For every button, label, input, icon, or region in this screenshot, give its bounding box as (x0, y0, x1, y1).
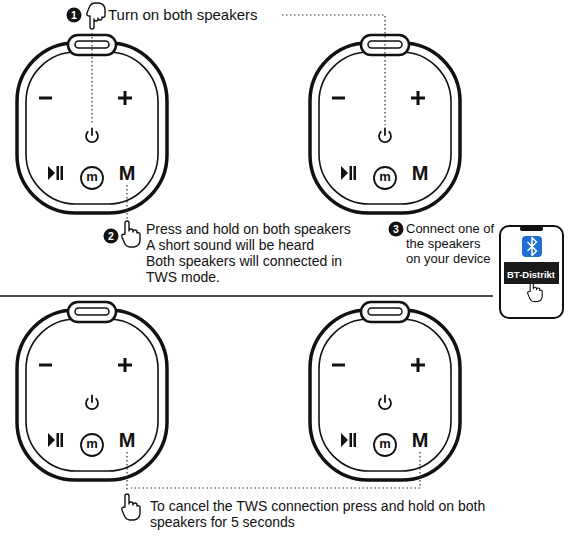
button-label: M (412, 163, 429, 183)
hand-icon (87, 3, 105, 29)
plus-button (411, 91, 425, 105)
power-button (86, 129, 98, 143)
leader-line (91, 33, 92, 125)
speaker-panel (319, 52, 451, 204)
plus-button (118, 91, 132, 105)
speaker-panel (26, 52, 158, 204)
play-pause-button (341, 433, 348, 447)
speaker-handle (68, 302, 116, 322)
hand-icon (87, 3, 105, 29)
handle-slot (368, 308, 402, 315)
speaker-illustration (310, 302, 460, 480)
minus-button (39, 364, 52, 367)
minus-button (332, 97, 345, 100)
hand-icon (122, 494, 140, 520)
button-label: m (86, 170, 98, 183)
pause-bar (57, 433, 60, 447)
power-button (86, 396, 98, 410)
handle-slot (75, 308, 109, 315)
minus-button (39, 97, 52, 100)
plus-button (411, 358, 425, 372)
speaker-housing (310, 310, 460, 480)
instruction-text: Turn on both speakers (108, 6, 258, 24)
button-label: m (86, 437, 98, 450)
phone-notch (520, 226, 543, 231)
minus-button (332, 364, 345, 367)
leader-line (131, 452, 420, 488)
power-button (379, 129, 391, 143)
mode-button-ring (81, 434, 103, 456)
button-label: M (119, 163, 136, 183)
device-name: BT-Distrikt (507, 269, 555, 280)
callout-number: 3 (389, 222, 404, 237)
speaker-illustration (17, 302, 167, 480)
callout-number: 1 (67, 8, 82, 23)
pause-bar (350, 433, 353, 447)
bluetooth-rune (528, 238, 537, 256)
instruction-text: A short sound will be heard (146, 237, 314, 253)
button-label: M (412, 430, 429, 450)
button-label: m (379, 170, 391, 183)
bluetooth-icon (522, 236, 542, 257)
speaker-housing (17, 310, 167, 480)
pause-bar (354, 166, 357, 180)
speaker-housing (17, 43, 167, 213)
device-list-entry: BT-Distrikt (504, 262, 559, 284)
pause-bar (61, 433, 64, 447)
instruction-text: To cancel the TWS connection press and h… (150, 498, 490, 530)
pause-bar (57, 166, 60, 180)
mode-button-ring (374, 434, 396, 456)
instruction-text: Connect one of the speakers on your devi… (406, 221, 498, 266)
hand-icon (122, 221, 140, 247)
pause-bar (350, 166, 353, 180)
pause-bar (354, 433, 357, 447)
speaker-handle (361, 302, 409, 322)
leader-line (126, 452, 127, 492)
instruction-text: Both speakers will connected in TWS mode… (146, 253, 371, 285)
instruction-text: Press and hold on both speakers (146, 221, 351, 237)
leader-line (282, 15, 385, 125)
leader-line (126, 185, 127, 219)
play-pause-button (48, 433, 55, 447)
speaker-panel (319, 319, 451, 471)
button-label: m (379, 437, 391, 450)
section-divider (0, 295, 493, 297)
button-label: M (119, 430, 136, 450)
callout-number: 2 (104, 229, 119, 244)
play-pause-button (48, 166, 55, 180)
power-button (379, 396, 391, 410)
play-pause-button (341, 166, 348, 180)
pause-bar (61, 166, 64, 180)
phone-body (500, 226, 563, 318)
speaker-panel (26, 319, 158, 471)
plus-button (118, 358, 132, 372)
mode-button-ring (81, 167, 103, 189)
mode-button-ring (374, 167, 396, 189)
